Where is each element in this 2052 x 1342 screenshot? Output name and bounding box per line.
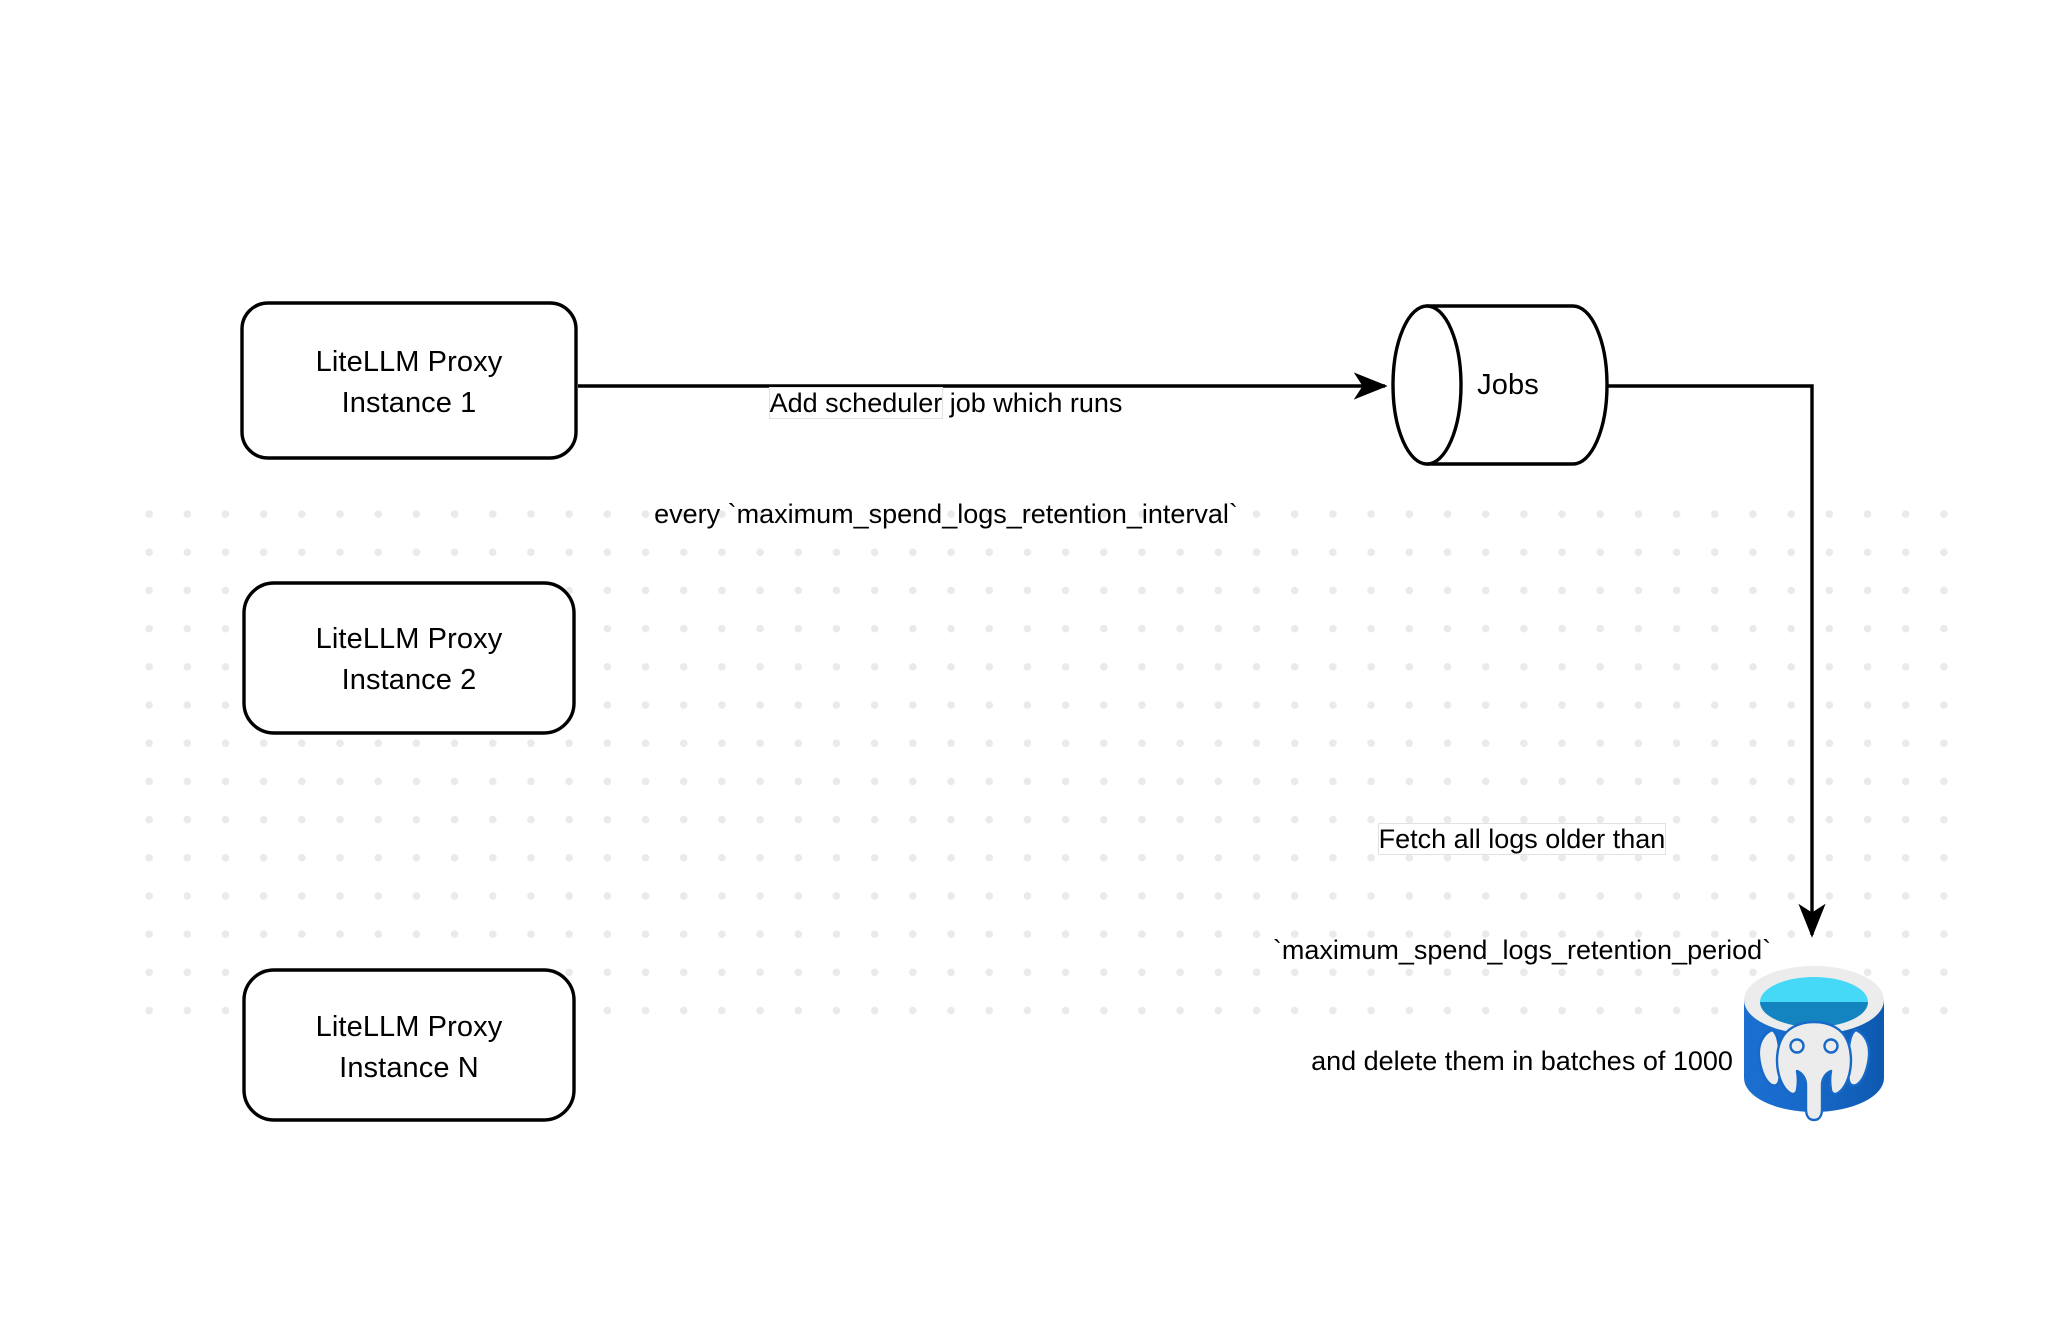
node-jobs-label: Jobs bbox=[1477, 369, 1539, 401]
edge1-label-line-1: Add scheduler job which runs bbox=[596, 385, 1296, 422]
edge2-label-line-3: and delete them in batches of 1000 bbox=[1311, 1046, 1733, 1076]
edge2-label-line-1: Fetch all logs older than bbox=[1232, 821, 1812, 858]
edge-jobs-to-postgres bbox=[1607, 384, 1826, 938]
node-jobs-cylinder-shape[interactable] bbox=[1391, 304, 1609, 466]
node-proxy-instance-1-label: LiteLLM Proxy Instance 1 bbox=[315, 346, 503, 419]
edge2-label-highlight: Fetch all logs older than bbox=[1378, 824, 1666, 854]
postgresql-icon[interactable] bbox=[1744, 966, 1884, 1122]
node-proxy-instance-1-shape[interactable] bbox=[240, 301, 578, 460]
node-proxy-instance-2-shape[interactable] bbox=[242, 581, 576, 735]
edge-jobs-to-postgres-label: Fetch all logs older than `maximum_spend… bbox=[1232, 747, 1812, 1154]
edge1-label-line-1-rest: job which runs bbox=[942, 388, 1123, 418]
edge1-label-line-2: every `maximum_spend_logs_retention_inte… bbox=[654, 499, 1238, 529]
node-proxy-instance-n-shape[interactable] bbox=[242, 968, 576, 1122]
node-proxy-instance-2-label: LiteLLM Proxy Instance 2 bbox=[315, 623, 503, 696]
node-proxy-instance-n-label: LiteLLM Proxy Instance N bbox=[315, 1011, 503, 1084]
edge1-label-highlight: Add scheduler bbox=[769, 388, 943, 418]
edge-proxy1-to-jobs-label: Add scheduler job which runs every `maxi… bbox=[596, 311, 1296, 607]
edge2-label-line-2: `maximum_spend_logs_retention_period` bbox=[1272, 935, 1772, 965]
